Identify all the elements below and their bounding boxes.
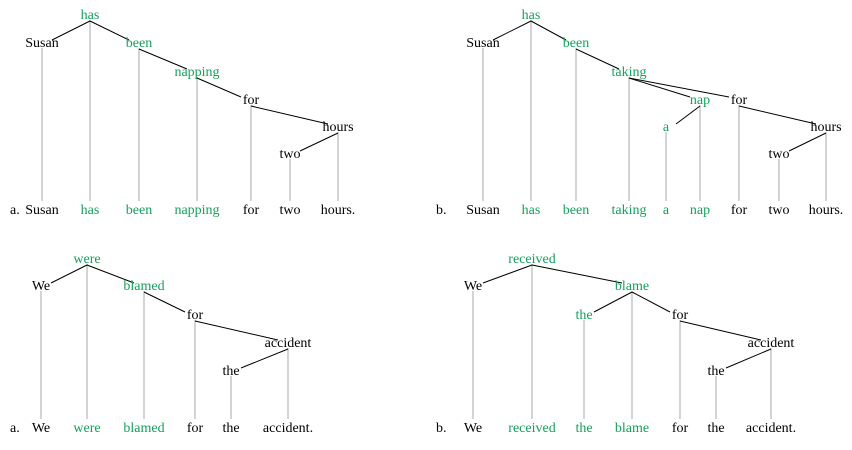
sentence-word: hours. bbox=[808, 203, 844, 218]
tree-node-label: been bbox=[125, 36, 153, 51]
sentence-word: We bbox=[31, 421, 51, 436]
sentence-word: accident. bbox=[745, 421, 797, 436]
tree-node-label: blamed bbox=[123, 279, 165, 294]
sentence-word: blame bbox=[614, 421, 650, 436]
dependency-edge bbox=[628, 77, 691, 98]
sentence-word: were bbox=[73, 421, 101, 436]
tree-node-label: hours bbox=[810, 120, 842, 135]
sentence-word: hours. bbox=[320, 203, 356, 218]
dependency-edge bbox=[631, 291, 671, 313]
dependency-edge bbox=[530, 20, 567, 41]
tree-node-label: accident bbox=[264, 336, 312, 351]
sentence-word: a bbox=[662, 203, 670, 218]
tree-edges-layer bbox=[40, 264, 289, 419]
sentence-word: the bbox=[707, 421, 725, 436]
dependency-edge bbox=[531, 264, 623, 284]
dependency-edge bbox=[194, 320, 279, 341]
tree-node-label: nap bbox=[689, 93, 711, 108]
sentence-word: two bbox=[279, 203, 301, 218]
tree-node-label: Susan bbox=[25, 36, 59, 51]
example-letter-label: b. bbox=[436, 203, 447, 218]
example-letter-label: a. bbox=[10, 421, 20, 436]
tree-node-label: hours bbox=[322, 120, 354, 135]
example-letter-label: b. bbox=[436, 421, 447, 436]
tree-node-label: has bbox=[80, 8, 100, 23]
sentence-word: Susan bbox=[466, 203, 500, 218]
dependency-edge bbox=[675, 105, 701, 125]
tree-node-label: for bbox=[671, 308, 689, 323]
sentence-word: for bbox=[730, 203, 748, 218]
sentence-word: has bbox=[80, 203, 100, 218]
sentence-word: received bbox=[508, 421, 556, 436]
example-letter-label: a. bbox=[10, 203, 20, 218]
dependency-edge bbox=[196, 77, 242, 98]
tree-node-label: for bbox=[730, 93, 748, 108]
dependency-edge bbox=[482, 264, 533, 284]
sentence-word: been bbox=[562, 203, 590, 218]
dependency-edge bbox=[89, 20, 130, 41]
dependency-edge bbox=[593, 291, 633, 313]
sentence-word: blamed bbox=[123, 421, 165, 436]
tree-node-label: for bbox=[186, 308, 204, 323]
sentence-word: Susan bbox=[25, 203, 59, 218]
dependency-edge bbox=[86, 264, 135, 284]
tree-node-label: napping bbox=[174, 65, 220, 80]
tree-node-label: taking bbox=[611, 65, 647, 80]
sentence-word: been bbox=[125, 203, 153, 218]
tree-node-label: been bbox=[562, 36, 590, 51]
sentence-word: has bbox=[521, 203, 541, 218]
tree-node-label: accident bbox=[747, 336, 795, 351]
tree-node-label: two bbox=[279, 147, 301, 162]
dependency-edge bbox=[492, 20, 532, 41]
dependency-edge bbox=[240, 348, 289, 369]
tree-node-label: We bbox=[31, 279, 51, 294]
sentence-word: nap bbox=[689, 203, 711, 218]
dependency-edge bbox=[299, 132, 339, 152]
tree-node-label: blame bbox=[614, 279, 650, 294]
dependency-edge bbox=[138, 48, 188, 70]
sentence-word: accident. bbox=[262, 421, 314, 436]
sentence-word: the bbox=[222, 421, 240, 436]
sentence-word: two bbox=[768, 203, 790, 218]
dependency-edge bbox=[250, 105, 329, 125]
tree-edges-layer bbox=[472, 264, 772, 419]
dependency-edge bbox=[628, 77, 730, 98]
tree-node-label: has bbox=[521, 8, 541, 23]
sentence-word: We bbox=[463, 421, 483, 436]
sentence-word: for bbox=[186, 421, 204, 436]
tree-node-label: the bbox=[707, 364, 725, 379]
sentence-word: taking bbox=[611, 203, 647, 218]
sentence-word: the bbox=[575, 421, 593, 436]
tree-node-label: We bbox=[463, 279, 483, 294]
tree-edges-layer bbox=[482, 20, 827, 201]
dependency-edge bbox=[50, 264, 88, 284]
sentence-word: for bbox=[671, 421, 689, 436]
dependency-edge bbox=[575, 48, 620, 70]
dependency-edge bbox=[738, 105, 817, 125]
tree-node-label: a bbox=[662, 120, 670, 135]
tree-node-label: for bbox=[242, 93, 260, 108]
tree-node-label: were bbox=[73, 252, 101, 267]
tree-edges-layer bbox=[41, 20, 339, 201]
sentence-word: for bbox=[242, 203, 260, 218]
dependency-edge bbox=[51, 20, 91, 41]
tree-node-label: received bbox=[508, 252, 556, 267]
dependency-edge bbox=[143, 291, 186, 313]
tree-node-label: the bbox=[575, 308, 593, 323]
tree-node-label: two bbox=[768, 147, 790, 162]
tree-node-label: the bbox=[222, 364, 240, 379]
tree-node-label: Susan bbox=[466, 36, 500, 51]
sentence-word: napping bbox=[174, 203, 220, 218]
dependency-edge bbox=[725, 348, 772, 369]
dependency-edge bbox=[679, 320, 762, 341]
dependency-edge bbox=[788, 132, 827, 152]
